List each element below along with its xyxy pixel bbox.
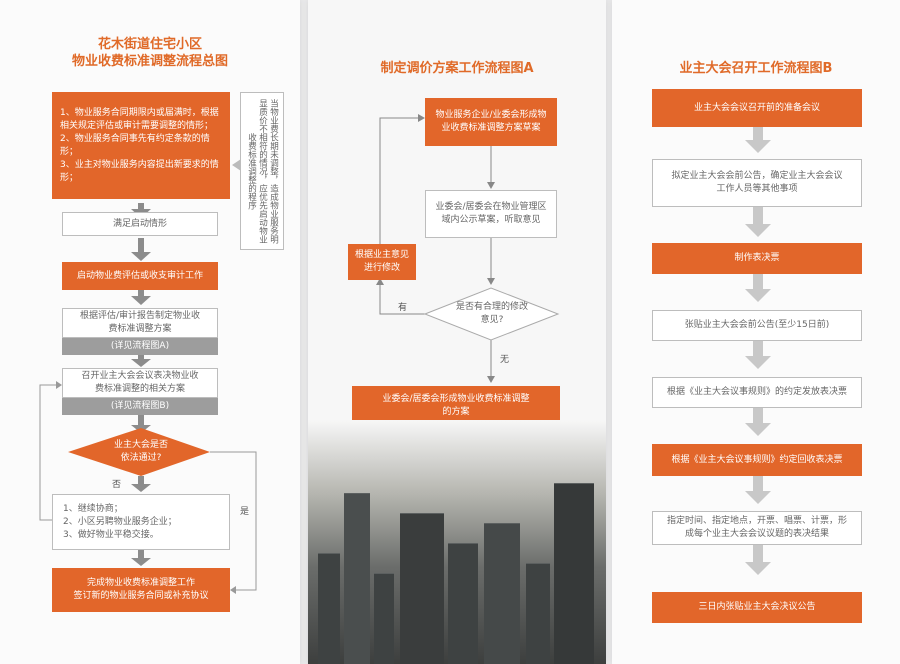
flow-b-step-2: 拟定业主大会会前公告，确定业主大会会议工作人员等其他事项: [652, 159, 862, 207]
see-flow-a-label: (详见流程图A): [62, 338, 218, 355]
see-flow-b-label: (详见流程图B): [62, 398, 218, 415]
no-label-a: 无: [500, 352, 509, 365]
no-label: 否: [112, 477, 121, 490]
fallback-options-box: 1、继续协商； 2、小区另聘物业服务企业； 3、做好物业平稳交接。: [52, 494, 230, 550]
panel-flow-a: 制定调价方案工作流程图A 物业服务企业/业委会形成物业收费标准调整方案草案 业委…: [308, 0, 606, 664]
flow-b-step-3: 制作表决票: [652, 243, 862, 274]
decision-text: 业主大会是否依法通过?: [100, 434, 182, 470]
yes-label-a: 有: [398, 300, 407, 313]
start-condition-box: 满足启动情形: [62, 212, 218, 236]
draft-box: 物业服务企业/业委会形成物业收费标准调整方案草案: [425, 98, 557, 146]
yes-label: 是: [240, 504, 249, 517]
flow-b-step-5: 根据《业主大会议事规则》的约定发放表决票: [652, 377, 862, 408]
flow-b-step-4: 张贴业主大会会前公告(至少15日前): [652, 310, 862, 341]
trigger-conditions-box: 1、物业服务合同期限内或届满时，根据相关规定评估或审计需要调整的情形； 2、物业…: [52, 92, 230, 199]
flow-b-step-1: 业主大会会议召开前的准备会议: [652, 89, 862, 127]
start-audit-box: 启动物业费评估或收支审计工作: [62, 262, 218, 290]
publicize-box: 业委会/居委会在物业管理区域内公示草案，听取意见: [425, 190, 557, 238]
flow-b-step-7: 指定时间、指定地点，开票、唱票、计票，形成每个业主大会会议议题的表决结果: [652, 511, 862, 545]
flow-b-step-6: 根据《业主大会议事规则》约定回收表决票: [652, 444, 862, 476]
panel-flow-b: 业主大会召开工作流程图B 业主大会会议召开前的准备会议 拟定业主大会会前公告，确…: [612, 0, 900, 664]
flow-b-step-8: 三日内张贴业主大会决议公告: [652, 592, 862, 623]
panel-overall-flow: 花木街道住宅小区 物业收费标准调整流程总图 1、物业服务合同期限内或届满时，: [0, 0, 300, 664]
city-skyline-image: [308, 420, 606, 664]
revise-box: 根据业主意见进行修改: [348, 244, 416, 280]
formulate-plan-box: 根据评估/审计报告制定物业收费标准调整方案: [62, 308, 218, 338]
convene-meeting-box: 召开业主大会会议表决物业收费标准调整的相关方案: [62, 368, 218, 398]
complete-box: 完成物业收费标准调整工作 签订新的物业服务合同或补充协议: [52, 568, 230, 612]
side-note: 当物业费长期未调整，造成物业服务明显质价不相符的情况，应优先启动物业收费标准调整…: [240, 92, 284, 250]
decision-a-text: 是否有合理的修改意见?: [456, 300, 528, 328]
